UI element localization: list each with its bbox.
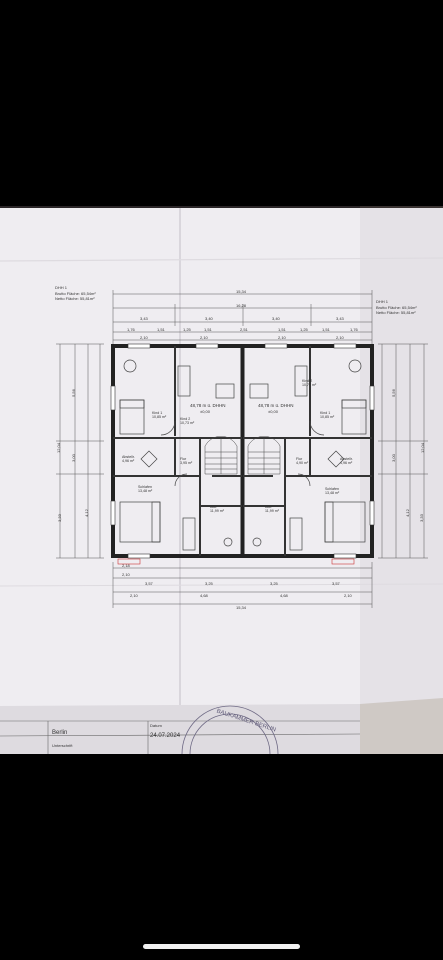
dim-left-d: 3,33: [56, 514, 62, 522]
dim-top-q: 2,10: [336, 335, 344, 340]
right-unit-netto: Netto Fläche: 55,81m²: [376, 310, 416, 315]
room-left-abstell: Abstellr.4,96 m²: [122, 455, 135, 463]
dim-bottom-c: 3,57: [145, 581, 153, 586]
dim-top-o: 2,10: [200, 335, 208, 340]
dim-top-c: 3,40: [272, 316, 280, 321]
dim-bottom-a: 2,18: [122, 563, 130, 568]
dim-bottom-j: 2,10: [344, 593, 352, 598]
footer-place: Berlin: [52, 730, 68, 736]
right-height-ref: 48,78 m ü. DHHN: [258, 403, 294, 408]
floor-plan-drawing: [0, 206, 443, 754]
dim-left-c: 4,12: [83, 509, 89, 517]
left-unit-title: DHH 1: [55, 285, 68, 290]
floor-plan-photo: DHH 1 Brutto Fläche: 65,54m² Netto Fläch…: [0, 206, 443, 754]
dim-top-i: 2,51: [240, 327, 248, 332]
dim-bottom-d: 3,25: [205, 581, 213, 586]
dim-left-a: 5,56: [70, 389, 76, 397]
footer-date: 24.07.2024: [150, 733, 181, 739]
dim-right-a: 5,56: [390, 389, 396, 397]
dim-top-b: 3,40: [205, 316, 213, 321]
left-unit-brutto: Brutto Fläche: 65,54m²: [55, 291, 96, 296]
dim-bottom-g: 2,10: [130, 593, 138, 598]
dim-top-a: 3,43: [140, 316, 148, 321]
dim-top-m: 1,76: [350, 327, 358, 332]
right-level: ±0,00: [268, 409, 278, 414]
home-indicator[interactable]: [143, 944, 300, 949]
dim-left-b: 3,00: [70, 454, 76, 462]
dim-top-p: 2,10: [278, 335, 286, 340]
dim-right-c: 4,12: [404, 509, 410, 517]
room-right-abstell: Abstellr.4,96 m²: [340, 457, 353, 465]
dim-bottom-b: 2,10: [122, 572, 130, 577]
dim-top-total: 15,34: [236, 289, 247, 294]
dim-top-l: 1,51: [322, 327, 330, 332]
left-level: ±0,00: [200, 409, 210, 414]
right-unit-brutto: Brutto Fläche: 65,54m²: [376, 305, 417, 310]
footer-date-label: Datum: [150, 723, 162, 728]
dim-top-k: 1,25: [300, 327, 308, 332]
dim-bottom-e: 3,25: [270, 581, 278, 586]
dim-top-g: 1,25: [183, 327, 191, 332]
left-unit-netto: Netto Fläche: 55,81m²: [55, 296, 95, 301]
dim-top-e: 1,76: [127, 327, 135, 332]
dim-top-n: 2,10: [140, 335, 148, 340]
dim-top-f: 1,51: [157, 327, 165, 332]
dim-top-j: 1,51: [278, 327, 286, 332]
dim-bottom-f: 3,57: [332, 581, 340, 586]
dim-top-h: 1,51: [204, 327, 212, 332]
dim-top-outer: 16,28: [236, 303, 247, 308]
dim-bottom-i: 4,68: [280, 593, 288, 598]
dim-right-total: 12,04: [420, 442, 426, 454]
dim-left-total: 12,04: [56, 442, 62, 454]
dim-bottom-h: 4,68: [200, 593, 208, 598]
dim-right-b: 3,00: [390, 454, 396, 462]
dim-bottom-total: 15,34: [236, 605, 247, 610]
dim-right-d: 3,33: [418, 514, 424, 522]
footer-sign-label: Unterschrift: [52, 743, 73, 748]
left-height-ref: 48,78 m ü. DHHN: [190, 403, 226, 408]
dim-top-d: 3,43: [336, 316, 344, 321]
right-unit-title: DHH 1: [376, 299, 389, 304]
